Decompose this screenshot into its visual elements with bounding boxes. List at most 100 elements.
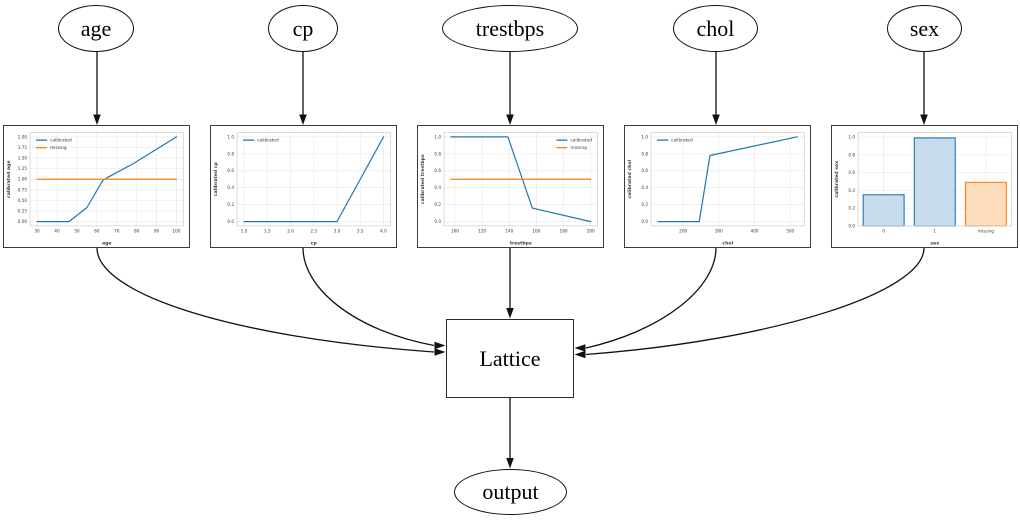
svg-text:0.6: 0.6 (434, 168, 441, 173)
svg-text:0.4: 0.4 (641, 185, 648, 190)
svg-text:60: 60 (94, 228, 100, 233)
lattice-node-label: Lattice (479, 345, 541, 371)
svg-text:200: 200 (587, 228, 595, 233)
svg-text:0.2: 0.2 (641, 202, 648, 207)
svg-text:0.4: 0.4 (227, 185, 234, 190)
svg-text:1: 1 (933, 228, 936, 233)
svg-text:3.5: 3.5 (357, 228, 364, 233)
svg-text:1.25: 1.25 (18, 166, 28, 171)
arrowhead-icon (434, 348, 446, 356)
svg-text:calibrated chol: calibrated chol (627, 159, 633, 198)
svg-text:0.25: 0.25 (18, 209, 28, 214)
svg-text:cp: cp (311, 241, 318, 246)
arrowhead-icon (506, 308, 514, 319)
svg-text:0.75: 0.75 (18, 187, 28, 192)
svg-text:300: 300 (715, 228, 723, 233)
svg-text:1.0: 1.0 (848, 135, 855, 140)
svg-text:1.0: 1.0 (227, 134, 234, 139)
svg-text:100: 100 (451, 228, 459, 233)
svg-text:0: 0 (882, 228, 885, 233)
svg-text:0.2: 0.2 (434, 202, 441, 207)
svg-text:0.8: 0.8 (434, 151, 441, 156)
svg-text:calibrated sex: calibrated sex (834, 161, 840, 198)
svg-text:0.8: 0.8 (641, 151, 648, 156)
svg-text:1.0: 1.0 (641, 134, 648, 139)
svg-text:500: 500 (786, 228, 794, 233)
svg-text:100: 100 (172, 228, 180, 233)
svg-text:40: 40 (54, 228, 60, 233)
input-node-chol: chol (673, 5, 758, 52)
svg-text:1.50: 1.50 (18, 156, 28, 161)
svg-text:0.6: 0.6 (227, 168, 234, 173)
svg-text:calibrated: calibrated (570, 138, 592, 144)
svg-text:trestbps: trestbps (510, 240, 532, 246)
svg-text:3.0: 3.0 (334, 228, 341, 233)
edge-plot-cp-to-lattice (302, 247, 435, 347)
arrowhead-icon (712, 114, 720, 125)
svg-text:missing: missing (978, 228, 994, 233)
svg-text:0.6: 0.6 (848, 170, 855, 175)
svg-text:0.0: 0.0 (848, 223, 855, 228)
svg-text:140: 140 (505, 228, 513, 233)
svg-text:missing: missing (570, 145, 587, 151)
svg-text:50: 50 (74, 228, 80, 233)
svg-text:400: 400 (751, 228, 759, 233)
svg-text:2.00: 2.00 (18, 134, 28, 139)
lattice-node: Lattice (446, 319, 574, 398)
svg-text:0.2: 0.2 (227, 202, 234, 207)
input-node-cp: cp (268, 5, 338, 52)
svg-text:0.2: 0.2 (848, 206, 855, 211)
svg-text:0.6: 0.6 (641, 168, 648, 173)
svg-text:160: 160 (532, 228, 540, 233)
svg-text:1.0: 1.0 (241, 228, 248, 233)
input-node-age: age (58, 5, 134, 52)
input-node-trestbps-label: trestbps (475, 15, 545, 41)
edge-plot-chol-to-lattice (585, 247, 717, 349)
svg-text:30: 30 (34, 228, 40, 233)
svg-text:0.0: 0.0 (227, 219, 234, 224)
svg-text:0.4: 0.4 (848, 188, 855, 193)
arrowhead-icon (93, 114, 101, 125)
input-node-sex: sex (887, 5, 962, 52)
svg-text:0.0: 0.0 (434, 219, 441, 224)
input-node-age-label: age (80, 15, 112, 41)
svg-text:4.0: 4.0 (380, 228, 387, 233)
input-node-sex-label: sex (909, 15, 940, 41)
svg-text:1.0: 1.0 (434, 134, 441, 139)
svg-text:calibrated trestbps: calibrated trestbps (420, 154, 426, 204)
svg-text:70: 70 (114, 228, 120, 233)
arrowhead-icon (299, 114, 307, 125)
svg-text:chol: chol (722, 240, 733, 246)
output-node-label: output (482, 479, 539, 504)
svg-text:180: 180 (560, 228, 568, 233)
arrowhead-icon (574, 344, 586, 352)
svg-text:calibrated age: calibrated age (6, 160, 12, 197)
output-node: output (454, 469, 567, 515)
svg-text:0.8: 0.8 (848, 152, 855, 157)
svg-text:1.5: 1.5 (264, 228, 271, 233)
input-node-cp-label: cp (292, 15, 314, 41)
svg-text:age: age (102, 241, 112, 246)
svg-text:0.50: 0.50 (18, 198, 28, 203)
input-node-chol-label: chol (696, 15, 735, 41)
svg-text:200: 200 (679, 228, 687, 233)
svg-text:80: 80 (134, 228, 140, 233)
svg-text:calibrated: calibrated (257, 138, 279, 144)
edge-plot-age-to-lattice (96, 247, 435, 353)
arrowhead-icon (506, 458, 514, 469)
svg-text:missing: missing (50, 145, 67, 151)
arrowhead-icon (506, 114, 514, 125)
arrowhead-icon (920, 114, 928, 125)
svg-text:calibrated: calibrated (671, 138, 693, 144)
svg-text:2.0: 2.0 (287, 228, 294, 233)
svg-text:1.00: 1.00 (18, 177, 28, 182)
svg-text:2.5: 2.5 (310, 228, 317, 233)
